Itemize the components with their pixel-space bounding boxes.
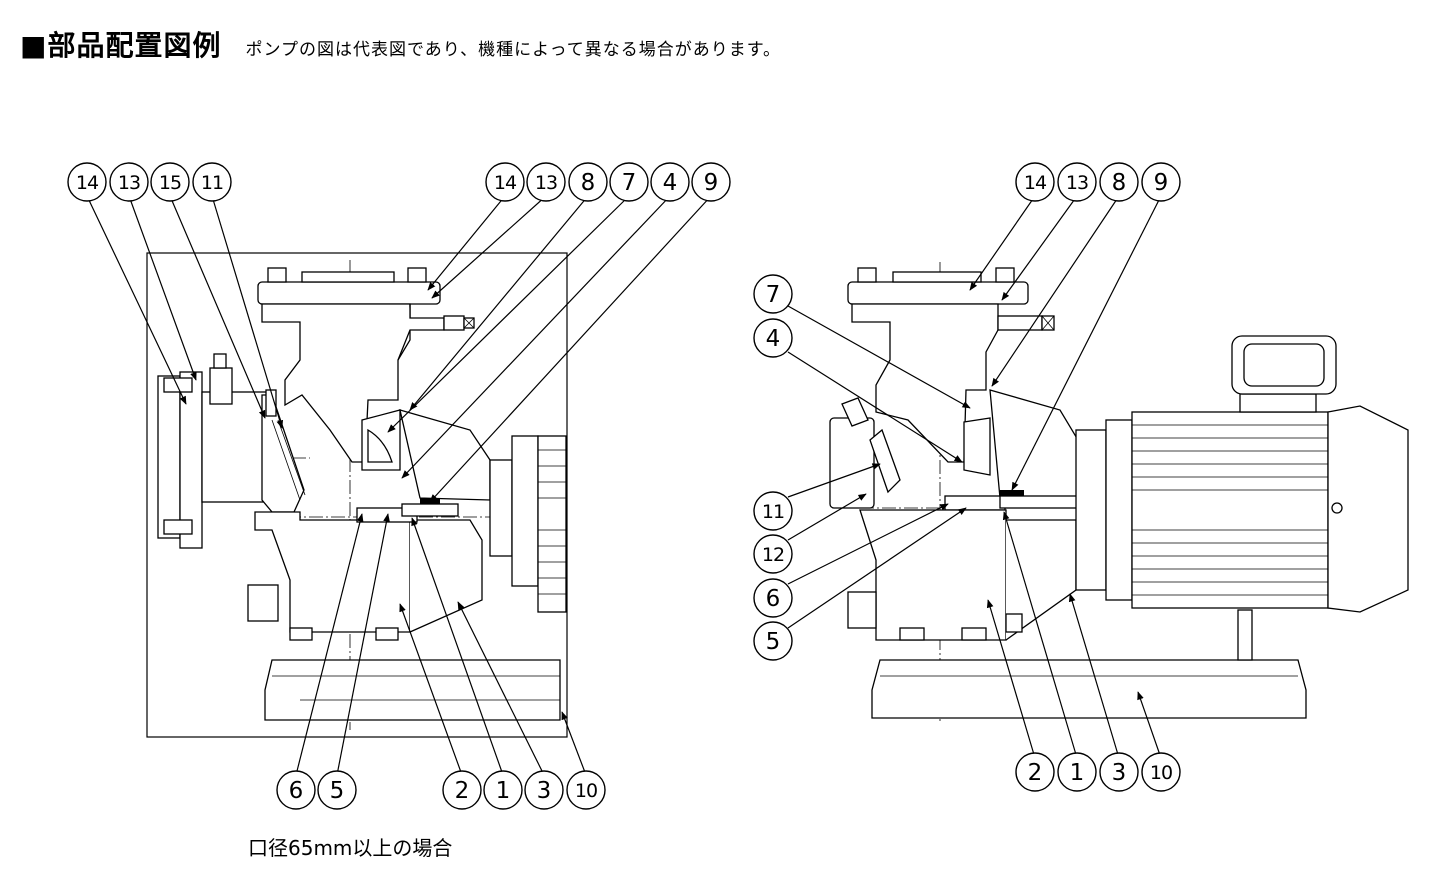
svg-text:9: 9 — [704, 170, 719, 196]
callout-9: 9 — [691, 162, 731, 202]
callout-8: 8 — [568, 162, 608, 202]
callout-7: 7 — [753, 274, 793, 314]
callout-11: 11 — [192, 162, 232, 202]
svg-text:3: 3 — [1112, 760, 1127, 786]
svg-text:14: 14 — [1024, 172, 1047, 194]
svg-text:10: 10 — [575, 780, 597, 802]
svg-text:13: 13 — [535, 172, 557, 194]
callout-11: 11 — [753, 491, 793, 531]
svg-text:2: 2 — [1028, 760, 1043, 786]
left-callouts-bottom-left: 6 5 — [276, 770, 357, 810]
callout-4: 4 — [650, 162, 690, 202]
left-leaders — [86, 195, 712, 776]
callout-3: 3 — [1099, 752, 1139, 792]
svg-text:8: 8 — [581, 170, 596, 196]
page-title: ■部品配置図例 — [20, 29, 222, 62]
svg-text:4: 4 — [663, 170, 678, 196]
callout-8: 8 — [1099, 162, 1139, 202]
callout-10: 10 — [1141, 752, 1181, 792]
callout-13: 13 — [526, 162, 566, 202]
callout-14: 14 — [485, 162, 525, 202]
callout-4: 4 — [753, 318, 793, 358]
left-callouts-top-left: 14 13 15 11 — [67, 162, 232, 202]
left-frame — [146, 252, 568, 738]
svg-text:13: 13 — [1066, 172, 1088, 194]
left-pump-drawing — [146, 252, 568, 738]
callout-15: 15 — [150, 162, 190, 202]
right-pump-drawing — [829, 262, 1409, 722]
svg-text:5: 5 — [330, 778, 345, 804]
figure-caption: 口径65mm以上の場合 — [248, 836, 453, 860]
callout-9: 9 — [1141, 162, 1181, 202]
svg-text:13: 13 — [118, 172, 140, 194]
svg-text:4: 4 — [766, 326, 781, 352]
right-leaders — [787, 195, 1162, 759]
svg-text:7: 7 — [622, 170, 637, 196]
callout-5: 5 — [753, 621, 793, 661]
callout-14: 14 — [1015, 162, 1055, 202]
callout-2: 2 — [1015, 752, 1055, 792]
right-callouts-top: 14 13 8 9 — [1015, 162, 1181, 202]
callout-1: 1 — [483, 770, 523, 810]
left-callouts-top-right: 14 13 8 7 4 9 — [485, 162, 731, 202]
callout-1: 1 — [1057, 752, 1097, 792]
svg-text:2: 2 — [455, 778, 470, 804]
svg-text:9: 9 — [1154, 170, 1169, 196]
callout-6: 6 — [753, 578, 793, 618]
left-callouts-bottom-right: 2 1 3 10 — [442, 770, 606, 810]
svg-text:1: 1 — [496, 778, 511, 804]
right-callouts-left: 7 4 11 12 6 5 — [753, 274, 793, 661]
callout-2: 2 — [442, 770, 482, 810]
svg-text:15: 15 — [159, 172, 181, 194]
header: ■部品配置図例 ポンプの図は代表図であり、機種によって異なる場合があります。 — [20, 24, 781, 64]
svg-text:7: 7 — [766, 282, 781, 308]
svg-text:3: 3 — [537, 778, 552, 804]
callout-12: 12 — [753, 534, 793, 574]
callout-6: 6 — [276, 770, 316, 810]
svg-text:14: 14 — [494, 172, 517, 194]
svg-text:12: 12 — [762, 544, 784, 566]
header-note: ポンプの図は代表図であり、機種によって異なる場合があります。 — [245, 40, 782, 60]
callout-5: 5 — [317, 770, 357, 810]
svg-text:10: 10 — [1150, 762, 1172, 784]
svg-text:11: 11 — [201, 172, 223, 194]
callout-14: 14 — [67, 162, 107, 202]
svg-text:6: 6 — [766, 586, 781, 612]
callout-3: 3 — [524, 770, 564, 810]
svg-text:11: 11 — [762, 501, 784, 523]
callout-13: 13 — [1057, 162, 1097, 202]
svg-text:6: 6 — [289, 778, 304, 804]
svg-text:5: 5 — [766, 629, 781, 655]
svg-text:8: 8 — [1112, 170, 1127, 196]
svg-text:14: 14 — [76, 172, 99, 194]
callout-10: 10 — [566, 770, 606, 810]
svg-text:1: 1 — [1070, 760, 1085, 786]
callout-7: 7 — [609, 162, 649, 202]
right-callouts-bottom: 2 1 3 10 — [1015, 752, 1181, 792]
callout-13: 13 — [109, 162, 149, 202]
